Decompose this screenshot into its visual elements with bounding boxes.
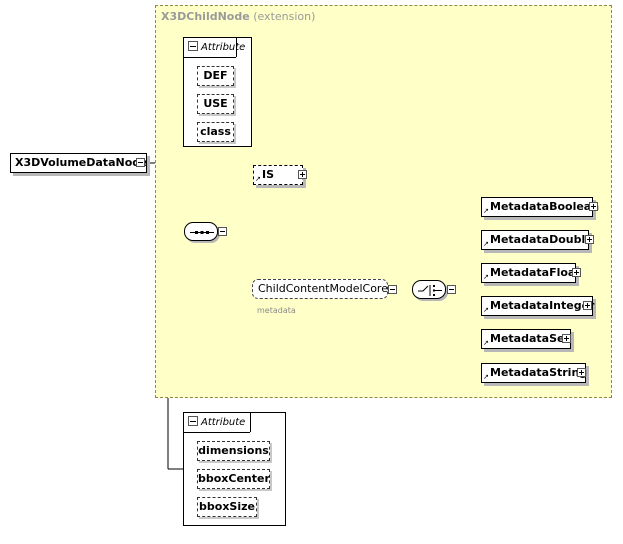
- expand-icon[interactable]: [577, 368, 586, 377]
- expand-icon[interactable]: [589, 202, 598, 211]
- attribute-label: dimensions: [198, 444, 269, 457]
- group-reference-label: ChildContentModelCore: [258, 282, 388, 295]
- collapse-icon[interactable]: [447, 285, 456, 294]
- reference-arrow-icon: ↗: [483, 339, 489, 347]
- expand-icon[interactable]: [572, 268, 581, 277]
- attribute-item[interactable]: bboxCenter: [197, 469, 270, 489]
- sequence-icon: [190, 231, 214, 234]
- attribute-label: USE: [203, 97, 228, 110]
- choice-compositor[interactable]: [412, 280, 446, 299]
- collapse-icon[interactable]: [218, 227, 227, 236]
- attribute-label: class: [200, 125, 231, 138]
- extension-suffix: (extension): [253, 10, 316, 23]
- attribute-group: Attribute dimensions bboxCenter bboxSize: [183, 412, 286, 526]
- reference-arrow-icon: ↗: [483, 273, 489, 281]
- attribute-header-divider: [250, 413, 251, 432]
- reference-arrow-icon: ↗: [483, 240, 489, 248]
- reference-arrow-icon: ↗: [483, 306, 489, 314]
- attribute-group: Attribute DEF USE class: [183, 37, 252, 147]
- choice-option-label: MetadataInteger: [490, 299, 595, 312]
- attribute-item[interactable]: DEF: [197, 66, 234, 86]
- choice-option[interactable]: ↗ MetadataBoolean: [481, 197, 599, 217]
- choice-option-label: MetadataBoolean: [490, 200, 600, 213]
- collapse-icon[interactable]: [136, 158, 145, 167]
- reference-arrow-icon: ↗: [483, 373, 489, 381]
- expand-icon[interactable]: [298, 170, 307, 179]
- root-element[interactable]: X3DVolumeDataNode: [10, 153, 148, 173]
- is-element-label: IS: [262, 168, 275, 181]
- attribute-header-divider: [184, 432, 250, 433]
- attribute-item[interactable]: dimensions: [197, 441, 270, 461]
- collapse-icon[interactable]: [188, 41, 198, 51]
- choice-option[interactable]: ↗ MetadataDouble: [481, 230, 593, 250]
- attribute-header-divider: [236, 38, 237, 57]
- attribute-label: DEF: [203, 69, 228, 82]
- attribute-heading-label: Attribute: [201, 42, 246, 53]
- attribute-item[interactable]: class: [197, 122, 234, 142]
- extension-title: X3DChildNode (extension): [161, 10, 315, 23]
- attribute-heading-label: Attribute: [201, 417, 246, 428]
- reference-arrow-icon: ↗: [255, 175, 261, 183]
- choice-option[interactable]: ↗ MetadataInteger: [481, 296, 595, 316]
- attribute-header-divider: [184, 57, 236, 58]
- attribute-item[interactable]: USE: [197, 94, 234, 114]
- attribute-group-heading[interactable]: Attribute: [188, 416, 245, 428]
- choice-option[interactable]: ↗ MetadataSet: [481, 329, 571, 349]
- sequence-compositor[interactable]: [184, 222, 218, 241]
- expand-icon[interactable]: [562, 334, 571, 343]
- root-element-label: X3DVolumeDataNode: [15, 156, 148, 169]
- attribute-item[interactable]: bboxSize: [197, 497, 257, 517]
- choice-option-label: MetadataSet: [490, 332, 570, 345]
- expand-icon[interactable]: [583, 301, 592, 310]
- attribute-group-heading[interactable]: Attribute: [188, 41, 245, 53]
- reference-arrow-icon: ↗: [483, 207, 489, 215]
- choice-icon: [418, 285, 442, 296]
- extension-base: X3DChildNode: [161, 10, 250, 23]
- group-reference[interactable]: ChildContentModelCore: [252, 279, 388, 299]
- choice-option-label: MetadataString: [490, 366, 588, 379]
- attribute-label: bboxSize: [199, 500, 255, 513]
- group-sublabel: metadata: [257, 306, 296, 315]
- choice-option-label: MetadataFloat: [490, 266, 581, 279]
- attribute-label: bboxCenter: [198, 472, 270, 485]
- collapse-icon[interactable]: [188, 416, 198, 426]
- is-element[interactable]: ↗ IS: [253, 165, 303, 185]
- choice-option[interactable]: ↗ MetadataString: [481, 363, 588, 383]
- collapse-icon[interactable]: [388, 285, 397, 294]
- choice-option[interactable]: ↗ MetadataFloat: [481, 263, 581, 283]
- choice-option-label: MetadataDouble: [490, 233, 593, 246]
- expand-icon[interactable]: [585, 235, 594, 244]
